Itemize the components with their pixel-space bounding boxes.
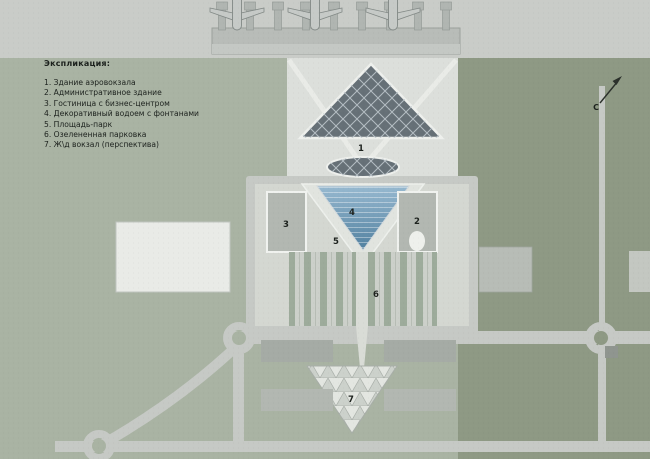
legend-title: Экспликация: [44,59,111,68]
legend-item: 7. Ж\д вокзал (перспектива) [44,140,159,150]
legend-items: 1. Здание аэровокзала 2. Административно… [44,78,219,151]
legend-item: 5. Площадь-парк [44,119,113,129]
legend-item: 3. Гостиница с бизнес-центром [44,98,170,108]
legend-item: 1. Здание аэровокзала [44,78,136,87]
legend-item: 2. Административное здание [44,88,162,98]
legend-item: 6. Озелененная парковка [44,130,147,140]
legend: Экспликация: 1. Здание аэровокзала 2. Ад… [44,59,219,151]
legend-item: 4. Декоративный водоем с фонтанами [44,109,199,119]
